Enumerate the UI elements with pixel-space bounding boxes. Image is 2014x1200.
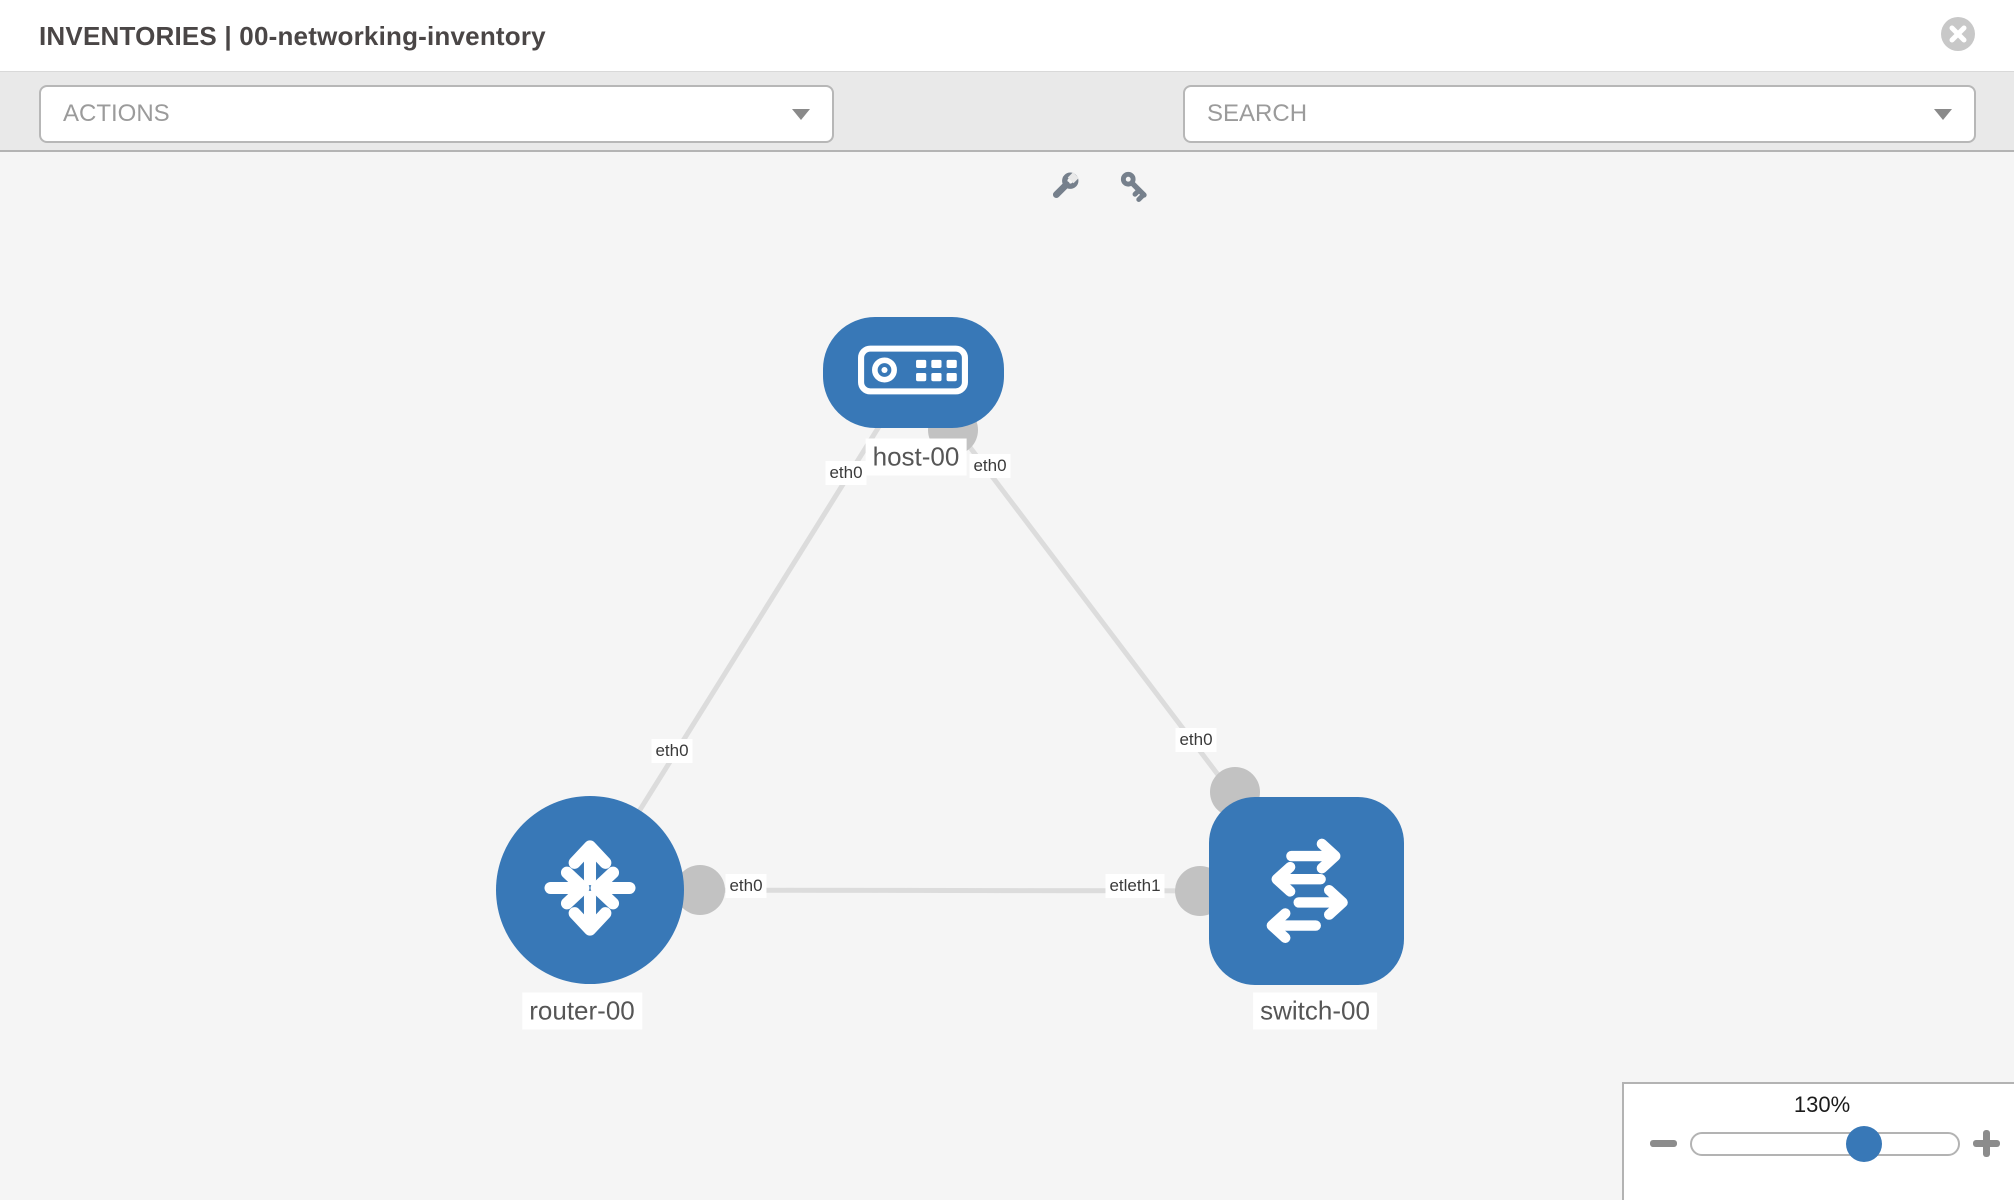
- chevron-down-icon: [1934, 108, 1952, 120]
- plus-icon[interactable]: [1973, 1130, 2000, 1157]
- wrench-icon: [1052, 172, 1079, 199]
- actions-dropdown-label: ACTIONS: [63, 100, 170, 127]
- interface-label: eth0: [651, 739, 693, 763]
- search-dropdown-placeholder: SEARCH: [1207, 100, 1308, 127]
- chevron-down-icon: [792, 108, 810, 120]
- interface-dot: [675, 865, 725, 915]
- node-host-00[interactable]: [822, 316, 1004, 428]
- node-router-00[interactable]: [496, 796, 684, 984]
- interface-label: eth0: [825, 461, 867, 485]
- node-label-router-00: router-00: [522, 992, 642, 1030]
- minus-icon[interactable]: [1650, 1140, 1677, 1147]
- header-bar: INVENTORIES | 00-networking-inventory: [0, 0, 2014, 72]
- toolbar: ACTIONS SEARCH: [0, 72, 2014, 202]
- switch-icon: [1245, 828, 1367, 955]
- close-icon: [1949, 25, 1967, 43]
- key-icon: [1120, 171, 1147, 202]
- node-switch-00[interactable]: [1208, 797, 1404, 985]
- host-icon: [857, 344, 969, 401]
- key-button[interactable]: [1115, 166, 1155, 206]
- actions-dropdown[interactable]: ACTIONS: [39, 85, 834, 143]
- interface-label: eth0: [725, 874, 767, 898]
- node-label-host-00: host-00: [865, 438, 967, 476]
- zoom-slider-thumb[interactable]: [1846, 1126, 1882, 1162]
- search-dropdown[interactable]: SEARCH: [1183, 85, 1976, 143]
- interface-label: etleth1: [1105, 874, 1165, 898]
- router-icon: [533, 831, 647, 950]
- interface-label: eth0: [969, 454, 1011, 478]
- zoom-slider-track[interactable]: [1690, 1132, 1960, 1156]
- node-label-switch-00: switch-00: [1253, 992, 1377, 1030]
- close-button[interactable]: [1941, 17, 1975, 51]
- configure-button[interactable]: [1045, 166, 1085, 206]
- zoom-control-panel: 130%: [1622, 1082, 2014, 1200]
- page-title: INVENTORIES | 00-networking-inventory: [39, 20, 546, 51]
- interface-label: eth0: [1175, 728, 1217, 752]
- zoom-percent-label: 130%: [1793, 1092, 1851, 1117]
- link-host-00-router-00: [587, 370, 916, 892]
